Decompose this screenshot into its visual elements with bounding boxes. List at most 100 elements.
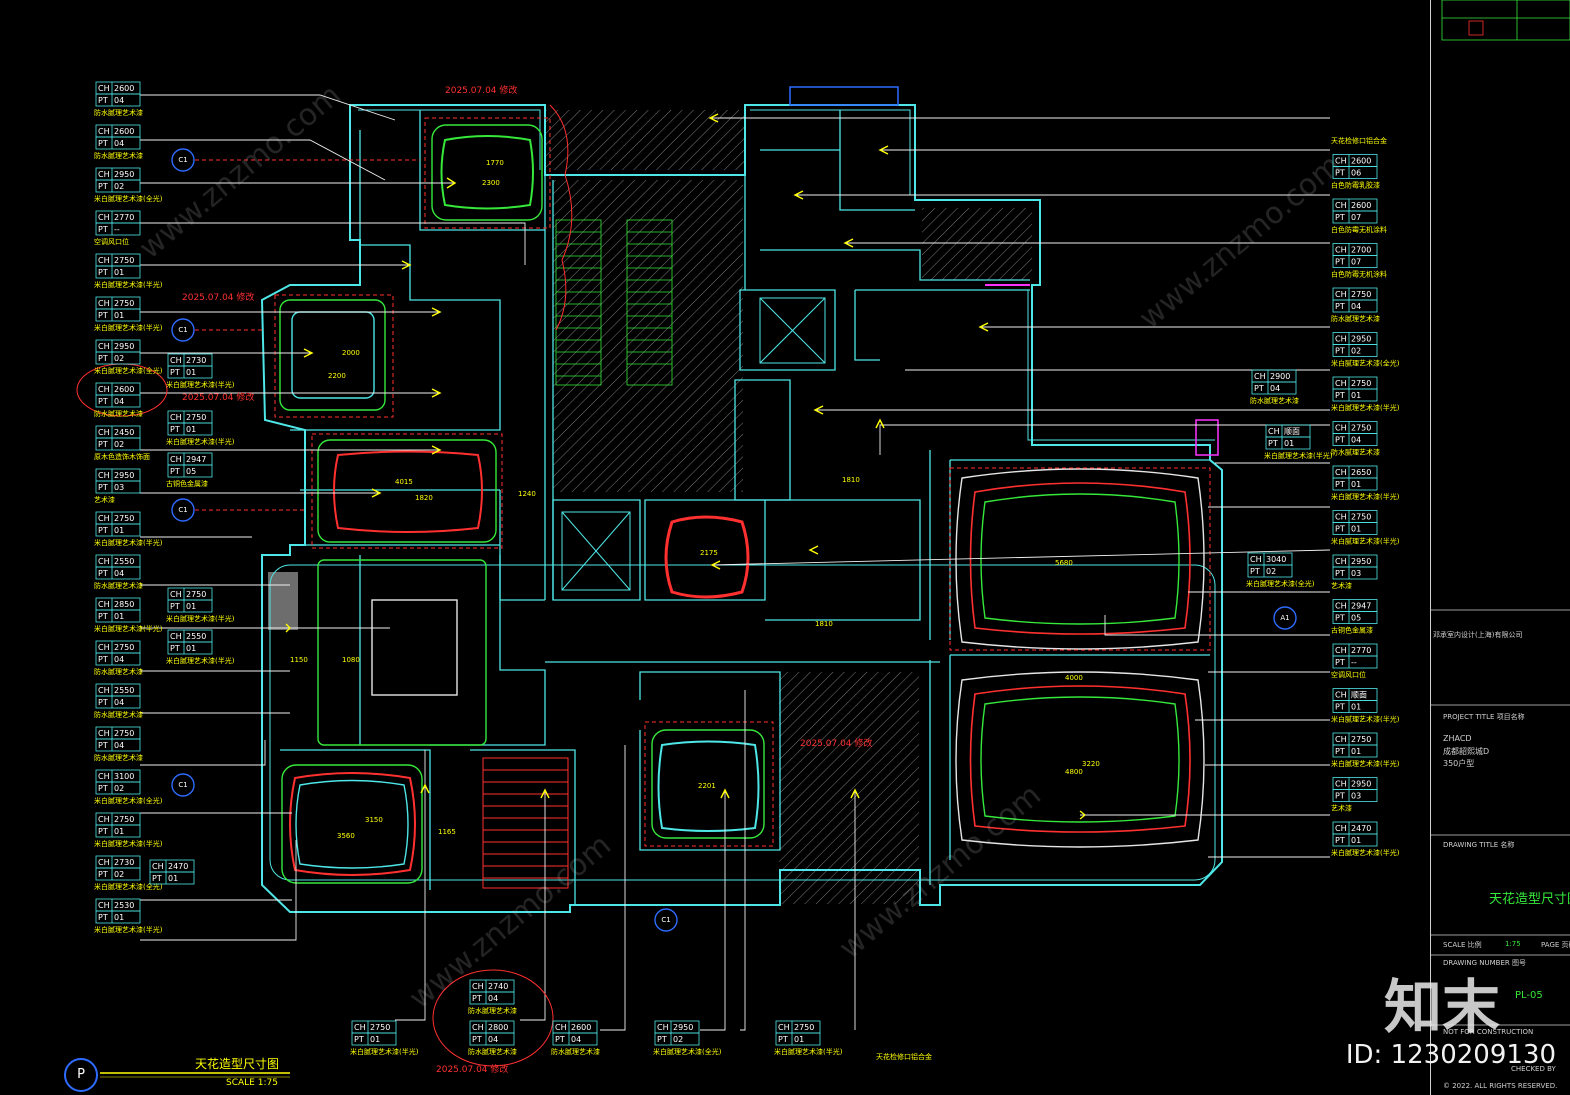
callout-pt-key: PT — [98, 397, 108, 406]
callout-ch-key: CH — [98, 858, 110, 867]
callout-pt-value: 04 — [1351, 302, 1361, 311]
plan-marker: P — [64, 1058, 98, 1092]
callout-ch-key: CH — [98, 729, 110, 738]
magenta-window-mark — [1195, 419, 1219, 456]
dimension-label: 3220 — [1082, 760, 1100, 768]
callout-note: 古铜色金属漆 — [1331, 626, 1373, 635]
callout-pt-value: 01 — [1351, 480, 1361, 489]
callout-box-pt — [95, 265, 141, 279]
callout-pt-key: PT — [1335, 614, 1345, 623]
callout-note: 白色防霉无机涂料 — [1331, 225, 1387, 234]
callout-ch-value: 2550 — [114, 686, 134, 695]
dimension-label: 1080 — [342, 656, 360, 664]
callout-ch-value: 2850 — [114, 600, 134, 609]
callout-ch-key: CH — [1254, 372, 1266, 381]
project-code: ZHACD — [1443, 734, 1472, 743]
callout-ch-value: 2750 — [186, 590, 206, 599]
project-title-label: PROJECT TITLE 项目名称 — [1443, 713, 1525, 721]
callout-pt-value: 01 — [114, 526, 124, 535]
callout-pt-value: 06 — [1351, 169, 1361, 178]
callout-ch-key: CH — [472, 1023, 484, 1032]
callout-ch-value: 2750 — [114, 256, 134, 265]
callout-box-pt — [95, 136, 141, 150]
callout-box-pt — [149, 871, 195, 885]
callout-pt-key: PT — [1250, 567, 1260, 576]
callout-ch-value: 2750 — [1351, 735, 1371, 744]
callout-ch-value: 2750 — [1351, 290, 1371, 299]
callout-pt-value: 01 — [114, 913, 124, 922]
callout-pt-value: 01 — [1284, 439, 1294, 448]
callout-pt-key: PT — [1335, 391, 1345, 400]
callout-pt-value: 04 — [114, 741, 124, 750]
callout-note: 米白腻理艺术漆(全光) — [1246, 579, 1315, 588]
callout-pt-key: PT — [778, 1035, 788, 1044]
callout-note: 古铜色金属漆 — [166, 479, 208, 488]
callout-ch-key: CH — [98, 901, 110, 910]
callout-ch-key: CH — [1268, 427, 1280, 436]
callout-ch-key: CH — [657, 1023, 669, 1032]
callout-ch-key: CH — [472, 982, 484, 991]
callout-pt-key: PT — [1335, 213, 1345, 222]
callout-note: 米白腻理艺术漆(半光) — [166, 380, 235, 389]
callout-ch-value: 2470 — [168, 862, 188, 871]
callout-pt-key: PT — [98, 655, 108, 664]
callout-pt-key: PT — [1335, 792, 1345, 801]
callout-pt-value: 02 — [114, 182, 124, 191]
callout-box-pt — [469, 991, 515, 1005]
callout-pt-value: 04 — [114, 96, 124, 105]
callout-pt-key: PT — [98, 483, 108, 492]
callout-box-pt — [1332, 299, 1378, 313]
callout-pt-value: 04 — [114, 569, 124, 578]
callout-ch-value: 2600 — [1351, 201, 1371, 210]
callout-pt-key: PT — [170, 368, 180, 377]
callout-box-pt — [1332, 789, 1378, 802]
callout-box-pt — [1247, 564, 1293, 578]
callout-ch-value: 2600 — [114, 385, 134, 394]
callout-pt-value: 02 — [114, 784, 124, 793]
callout-pt-key: PT — [1335, 302, 1345, 311]
callout-ch-key: CH — [1335, 513, 1347, 522]
callout-pt-value: -- — [114, 225, 120, 234]
section-marker-1: C1 — [178, 156, 187, 164]
callout-note: 米白腻理艺术漆(全光) — [94, 882, 163, 891]
callout-box-pt — [167, 422, 213, 436]
callout-ch-value: 2950 — [114, 342, 134, 351]
callout-ch-value: 2750 — [114, 514, 134, 523]
dimension-label: 2300 — [482, 179, 500, 187]
callout-pt-key: PT — [1335, 258, 1345, 267]
direction-arrows — [285, 113, 1086, 820]
callout-note: 防水腻理艺术漆 — [94, 667, 143, 676]
callout-ch-value: 3100 — [114, 772, 134, 781]
scale-label: SCALE 比例 — [1443, 941, 1482, 949]
callout-pt-value: 04 — [1351, 436, 1361, 445]
callout-note: 米白腻理艺术漆(半光) — [94, 925, 163, 934]
callout-ch-value: 2770 — [1351, 646, 1371, 655]
callout-ch-value: 2950 — [673, 1023, 693, 1032]
callout-pt-value: 01 — [114, 311, 124, 320]
callout-pt-value: 01 — [114, 612, 124, 621]
callout-box-pt — [95, 824, 141, 838]
callout-pt-key: PT — [98, 698, 108, 707]
dimension-label: 4800 — [1065, 768, 1083, 776]
callout-ch-value: 顺面 — [1351, 691, 1367, 700]
callout-ch-key: CH — [170, 455, 182, 464]
callout-ch-value: 2600 — [114, 127, 134, 136]
dimension-label: 2175 — [700, 549, 718, 557]
callout-pt-key: PT — [657, 1035, 667, 1044]
callout-note: 防水腻理艺术漆 — [94, 409, 143, 418]
callout-box-pt — [95, 179, 141, 193]
hatched-area-corridor — [545, 110, 745, 170]
callout-ch-value: 2770 — [114, 213, 134, 222]
dimension-label: 4000 — [1065, 674, 1083, 682]
